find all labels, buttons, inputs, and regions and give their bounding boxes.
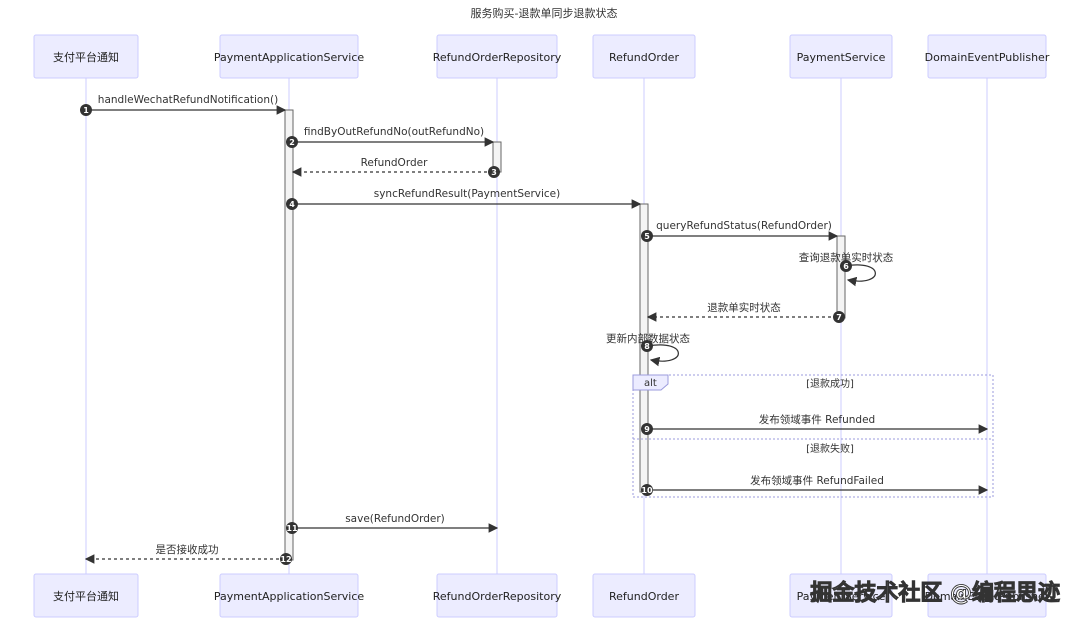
svg-text:RefundOrder: RefundOrder xyxy=(609,51,679,64)
svg-text:8: 8 xyxy=(644,342,650,351)
message-12: 是否接收成功 12 xyxy=(84,543,292,565)
svg-text:PaymentApplicationService: PaymentApplicationService xyxy=(214,51,365,64)
svg-text:7: 7 xyxy=(836,313,842,322)
svg-text:5: 5 xyxy=(644,232,650,241)
svg-text:退款单实时状态: 退款单实时状态 xyxy=(707,301,781,314)
svg-text:更新内部数据状态: 更新内部数据状态 xyxy=(606,332,690,345)
participant-bottom-refund-repo: RefundOrderRepository xyxy=(433,573,562,618)
watermark: 掘金技术社区 @编程思迹 xyxy=(810,580,1060,606)
svg-text:发布领域事件 Refunded: 发布领域事件 Refunded xyxy=(759,413,875,426)
svg-text:syncRefundResult(PaymentServic: syncRefundResult(PaymentService) xyxy=(374,188,560,200)
participant-bottom-event-publisher: DomainEventPublisher xyxy=(925,573,1050,618)
message-10: 发布领域事件 RefundFailed 10 xyxy=(641,474,989,496)
participant-top-platform: 支付平台通知 xyxy=(33,34,139,79)
svg-text:12: 12 xyxy=(280,555,291,564)
message-6-self: 查询退款单实时状态 6 xyxy=(799,251,894,287)
message-1: handleWechatRefundNotification() 1 xyxy=(80,94,287,116)
participant-bottom-payment-app-service: PaymentApplicationService xyxy=(214,573,365,618)
svg-text:3: 3 xyxy=(491,168,497,177)
svg-text:6: 6 xyxy=(843,262,849,271)
svg-text:4: 4 xyxy=(289,200,295,209)
message-4: syncRefundResult(PaymentService) 4 xyxy=(286,188,642,210)
message-8-self: 更新内部数据状态 8 xyxy=(606,332,690,367)
participant-bottom-payment-service: PaymentService xyxy=(789,573,893,618)
participant-top-payment-app-service: PaymentApplicationService xyxy=(214,34,365,79)
activation-payment-service xyxy=(836,235,846,319)
svg-text:RefundOrderRepository: RefundOrderRepository xyxy=(433,590,562,603)
alt-condition-success: [退款成功] xyxy=(806,377,854,390)
svg-text:10: 10 xyxy=(641,486,653,495)
svg-text:支付平台通知: 支付平台通知 xyxy=(53,589,119,603)
activation-payment-app-service xyxy=(284,109,294,561)
message-11: save(RefundOrder) 11 xyxy=(286,513,499,534)
svg-text:RefundOrder: RefundOrder xyxy=(361,157,428,169)
svg-text:DomainEventPublisher: DomainEventPublisher xyxy=(925,590,1050,603)
diagram-title: 服务购买-退款单同步退款状态 xyxy=(471,6,618,20)
svg-text:9: 9 xyxy=(644,425,650,434)
message-2: findByOutRefundNo(outRefundNo) 2 xyxy=(286,126,495,148)
message-7: 退款单实时状态 7 xyxy=(646,301,845,323)
svg-text:RefundOrder: RefundOrder xyxy=(609,590,679,603)
svg-text:11: 11 xyxy=(286,524,298,533)
participant-top-refund-order: RefundOrder xyxy=(592,34,696,79)
participant-top-payment-service: PaymentService xyxy=(789,34,893,79)
svg-text:queryRefundStatus(RefundOrder): queryRefundStatus(RefundOrder) xyxy=(656,220,832,232)
svg-text:DomainEventPublisher: DomainEventPublisher xyxy=(925,51,1050,64)
alt-keyword: alt xyxy=(644,378,657,389)
svg-text:PaymentApplicationService: PaymentApplicationService xyxy=(214,590,365,603)
svg-text:发布领域事件 RefundFailed: 发布领域事件 RefundFailed xyxy=(750,474,884,487)
svg-text:1: 1 xyxy=(83,106,89,115)
svg-text:save(RefundOrder): save(RefundOrder) xyxy=(345,513,445,525)
svg-text:handleWechatRefundNotification: handleWechatRefundNotification() xyxy=(98,94,278,106)
svg-text:RefundOrderRepository: RefundOrderRepository xyxy=(433,51,562,64)
participant-top-event-publisher: DomainEventPublisher xyxy=(925,34,1050,79)
svg-text:是否接收成功: 是否接收成功 xyxy=(156,543,219,556)
participant-top-refund-repo: RefundOrderRepository xyxy=(433,34,562,79)
message-9: 发布领域事件 Refunded 9 xyxy=(641,413,989,435)
message-5: queryRefundStatus(RefundOrder) 5 xyxy=(641,220,839,242)
participant-bottom-platform: 支付平台通知 xyxy=(33,573,139,618)
svg-text:支付平台通知: 支付平台通知 xyxy=(53,50,119,64)
alt-frame: alt [退款成功] [退款失败] xyxy=(632,374,994,498)
participant-bottom-refund-order: RefundOrder xyxy=(592,573,696,618)
svg-text:2: 2 xyxy=(289,138,295,147)
svg-text:PaymentService: PaymentService xyxy=(797,590,886,603)
alt-condition-failed: [退款失败] xyxy=(806,442,854,455)
svg-text:查询退款单实时状态: 查询退款单实时状态 xyxy=(799,251,894,264)
message-3: RefundOrder 3 xyxy=(291,157,500,178)
svg-text:PaymentService: PaymentService xyxy=(797,51,886,64)
svg-text:findByOutRefundNo(outRefundNo): findByOutRefundNo(outRefundNo) xyxy=(304,126,484,138)
